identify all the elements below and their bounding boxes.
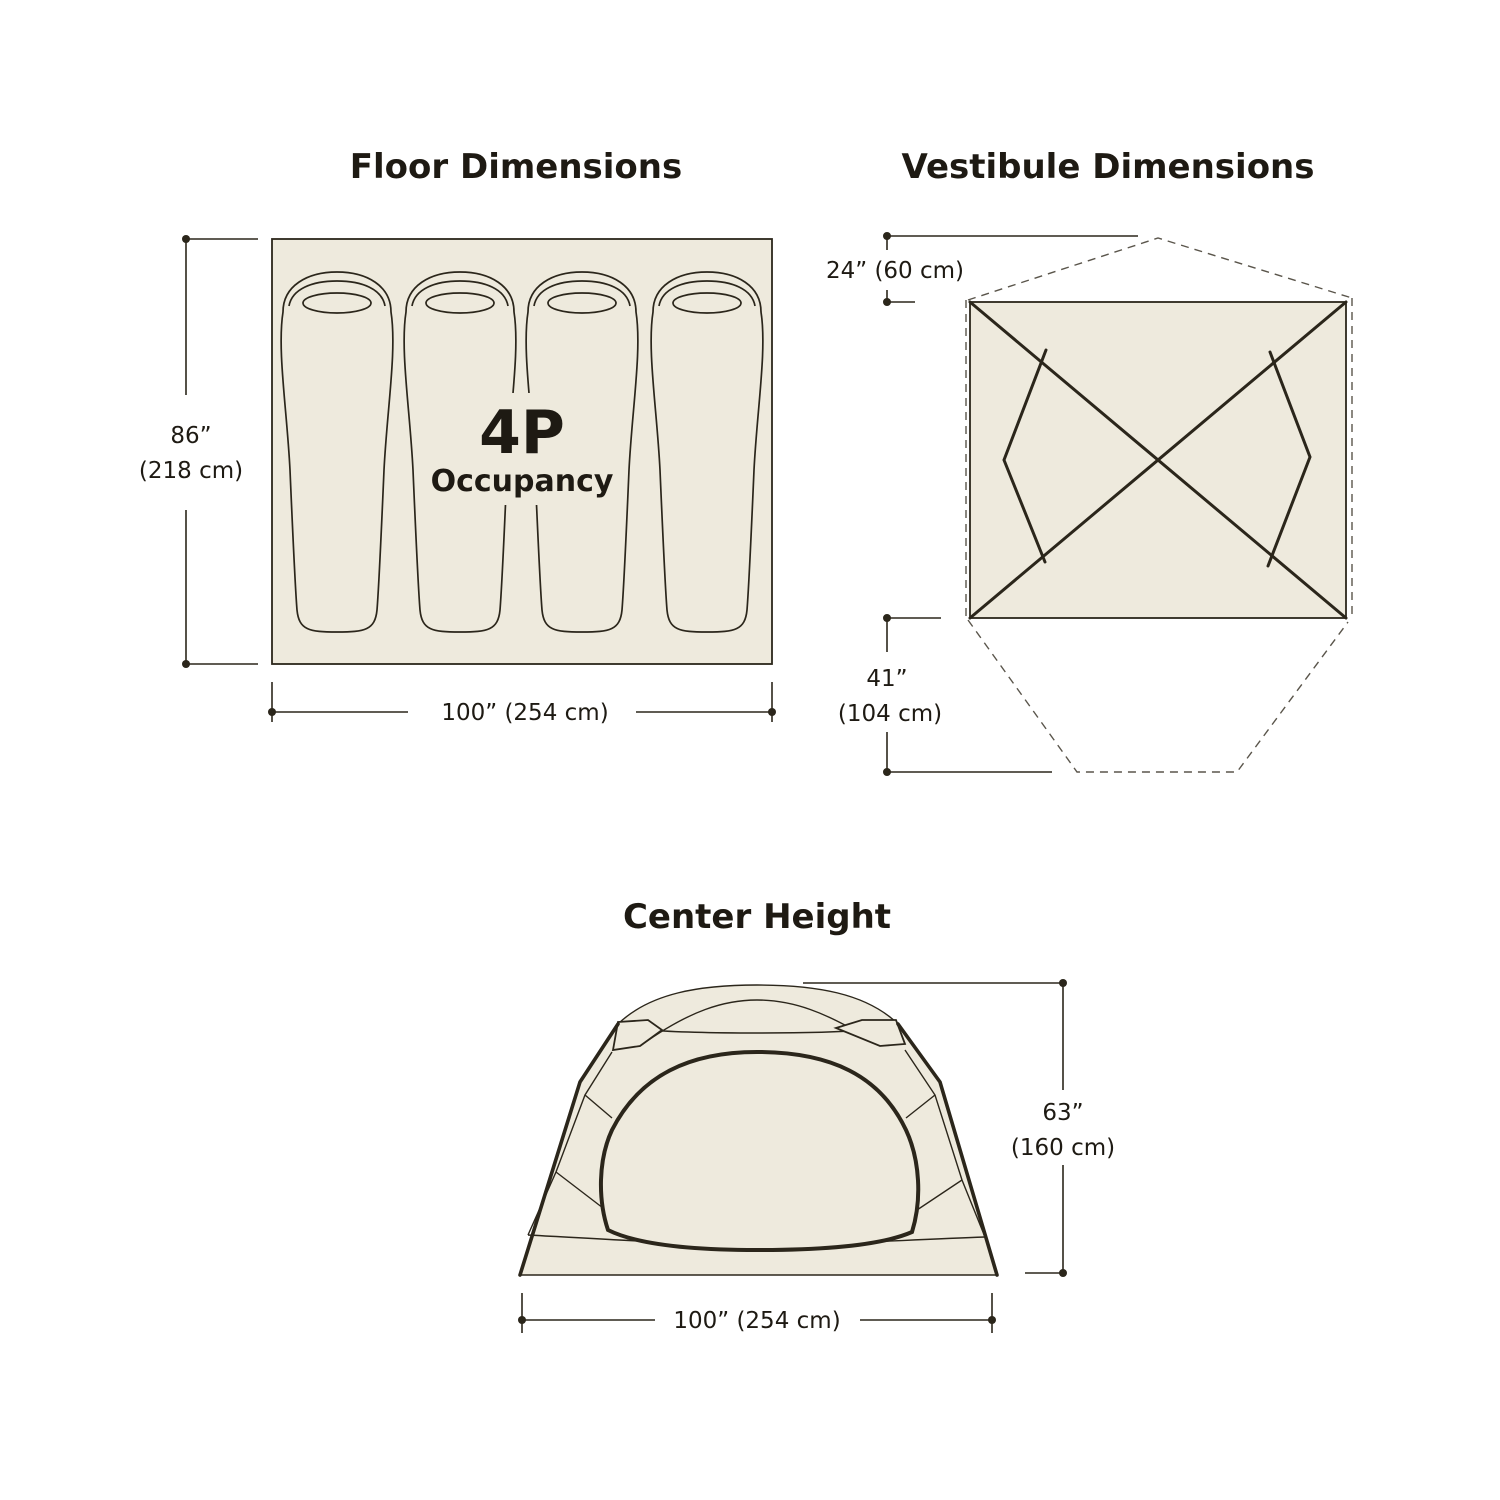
floor-width-label: 100” (254 cm) <box>441 700 608 726</box>
rainfly-dome <box>617 984 899 1025</box>
sleeping-bag-hood-opening <box>547 292 617 314</box>
guy-line-right <box>905 1094 936 1119</box>
dimension-end-dot <box>1059 979 1067 987</box>
center-height-inches: 63” <box>1042 1100 1083 1126</box>
occupancy-label-backdrop <box>428 393 618 505</box>
sleeping-bag-hood <box>288 280 386 307</box>
front-depth-cm: (104 cm) <box>838 701 942 727</box>
rear-vestibule-dimension: 24” (60 cm) <box>826 232 1138 306</box>
sleeping-bag-hood <box>411 280 509 307</box>
inner-tent-ridge <box>639 999 881 1047</box>
front-vestibule-dimension: 41” (104 cm) <box>838 614 1052 776</box>
sleeping-bags <box>280 271 764 633</box>
floor-length-cm: (218 cm) <box>139 458 243 484</box>
floor-dimensions-title: Floor Dimensions <box>350 147 682 187</box>
tent-pole-diagonal <box>968 300 1348 620</box>
sleeping-bag-hood-opening <box>672 292 742 314</box>
vestibule-seam-left <box>555 1171 604 1209</box>
vestibule-dimensions-section: Vestibule Dimensions 24” (60 cm) <box>826 147 1353 776</box>
rainfly-edge-right <box>896 1022 999 1277</box>
inner-tent-wall-right <box>904 1049 986 1238</box>
sleeping-bag-4 <box>650 271 764 633</box>
sleeping-bag-hood-opening <box>302 292 372 314</box>
center-height-section: Center Height <box>518 897 1115 1334</box>
front-vestibule-outline <box>967 619 1349 773</box>
occupancy-count: 4P <box>479 398 565 468</box>
tent-front-view <box>518 984 999 1277</box>
dimension-end-dot <box>883 232 891 240</box>
rear-depth-label: 24” (60 cm) <box>826 258 964 284</box>
dimension-end-dot <box>883 614 891 622</box>
front-depth-inches: 41” <box>866 666 907 692</box>
front-width-label: 100” (254 cm) <box>673 1308 840 1334</box>
guy-line-left <box>584 1094 613 1119</box>
dimension-end-dot <box>268 708 276 716</box>
vent-right <box>833 1019 907 1047</box>
sleeping-bag-outline <box>403 271 517 633</box>
dimension-end-dot <box>883 768 891 776</box>
center-height-dimension: 63” (160 cm) <box>803 979 1115 1277</box>
dimension-end-dot <box>1059 1269 1067 1277</box>
dimension-end-dot <box>518 1316 526 1324</box>
dimension-end-dot <box>768 708 776 716</box>
center-height-cm: (160 cm) <box>1011 1135 1115 1161</box>
floor-dimensions-section: Floor Dimensions 4P Occupancy 86” (218 c… <box>139 147 776 726</box>
sleeping-bag-1 <box>280 271 394 633</box>
side-strut-right <box>1266 350 1312 568</box>
sleeping-bag-outline <box>650 271 764 633</box>
vestibule-dimensions-title: Vestibule Dimensions <box>901 147 1314 187</box>
sleeping-bag-outline <box>280 271 394 633</box>
sleeping-bag-hood <box>533 280 631 307</box>
sleeping-bag-hood <box>658 280 756 307</box>
rainfly-edge-left <box>518 1022 620 1277</box>
rear-vestibule-outline <box>967 237 1353 301</box>
dimension-end-dot <box>883 298 891 306</box>
floor-length-dimension: 86” (218 cm) <box>139 235 258 668</box>
vestibule-seam-right <box>916 1179 963 1211</box>
vent-left <box>611 1019 664 1052</box>
sleeping-bag-2 <box>403 271 517 633</box>
floor-length-inches: 86” <box>170 423 211 449</box>
dimension-end-dot <box>182 660 190 668</box>
dimension-end-dot <box>182 235 190 243</box>
center-height-title: Center Height <box>623 897 891 937</box>
dimension-end-dot <box>988 1316 996 1324</box>
occupancy-label: Occupancy <box>431 464 614 499</box>
sleeping-bag-hood-opening <box>425 292 495 314</box>
floor-width-dimension: 100” (254 cm) <box>268 682 776 726</box>
front-width-dimension: 100” (254 cm) <box>518 1293 996 1334</box>
tent-door <box>598 1049 921 1253</box>
side-strut-left <box>1002 348 1048 564</box>
